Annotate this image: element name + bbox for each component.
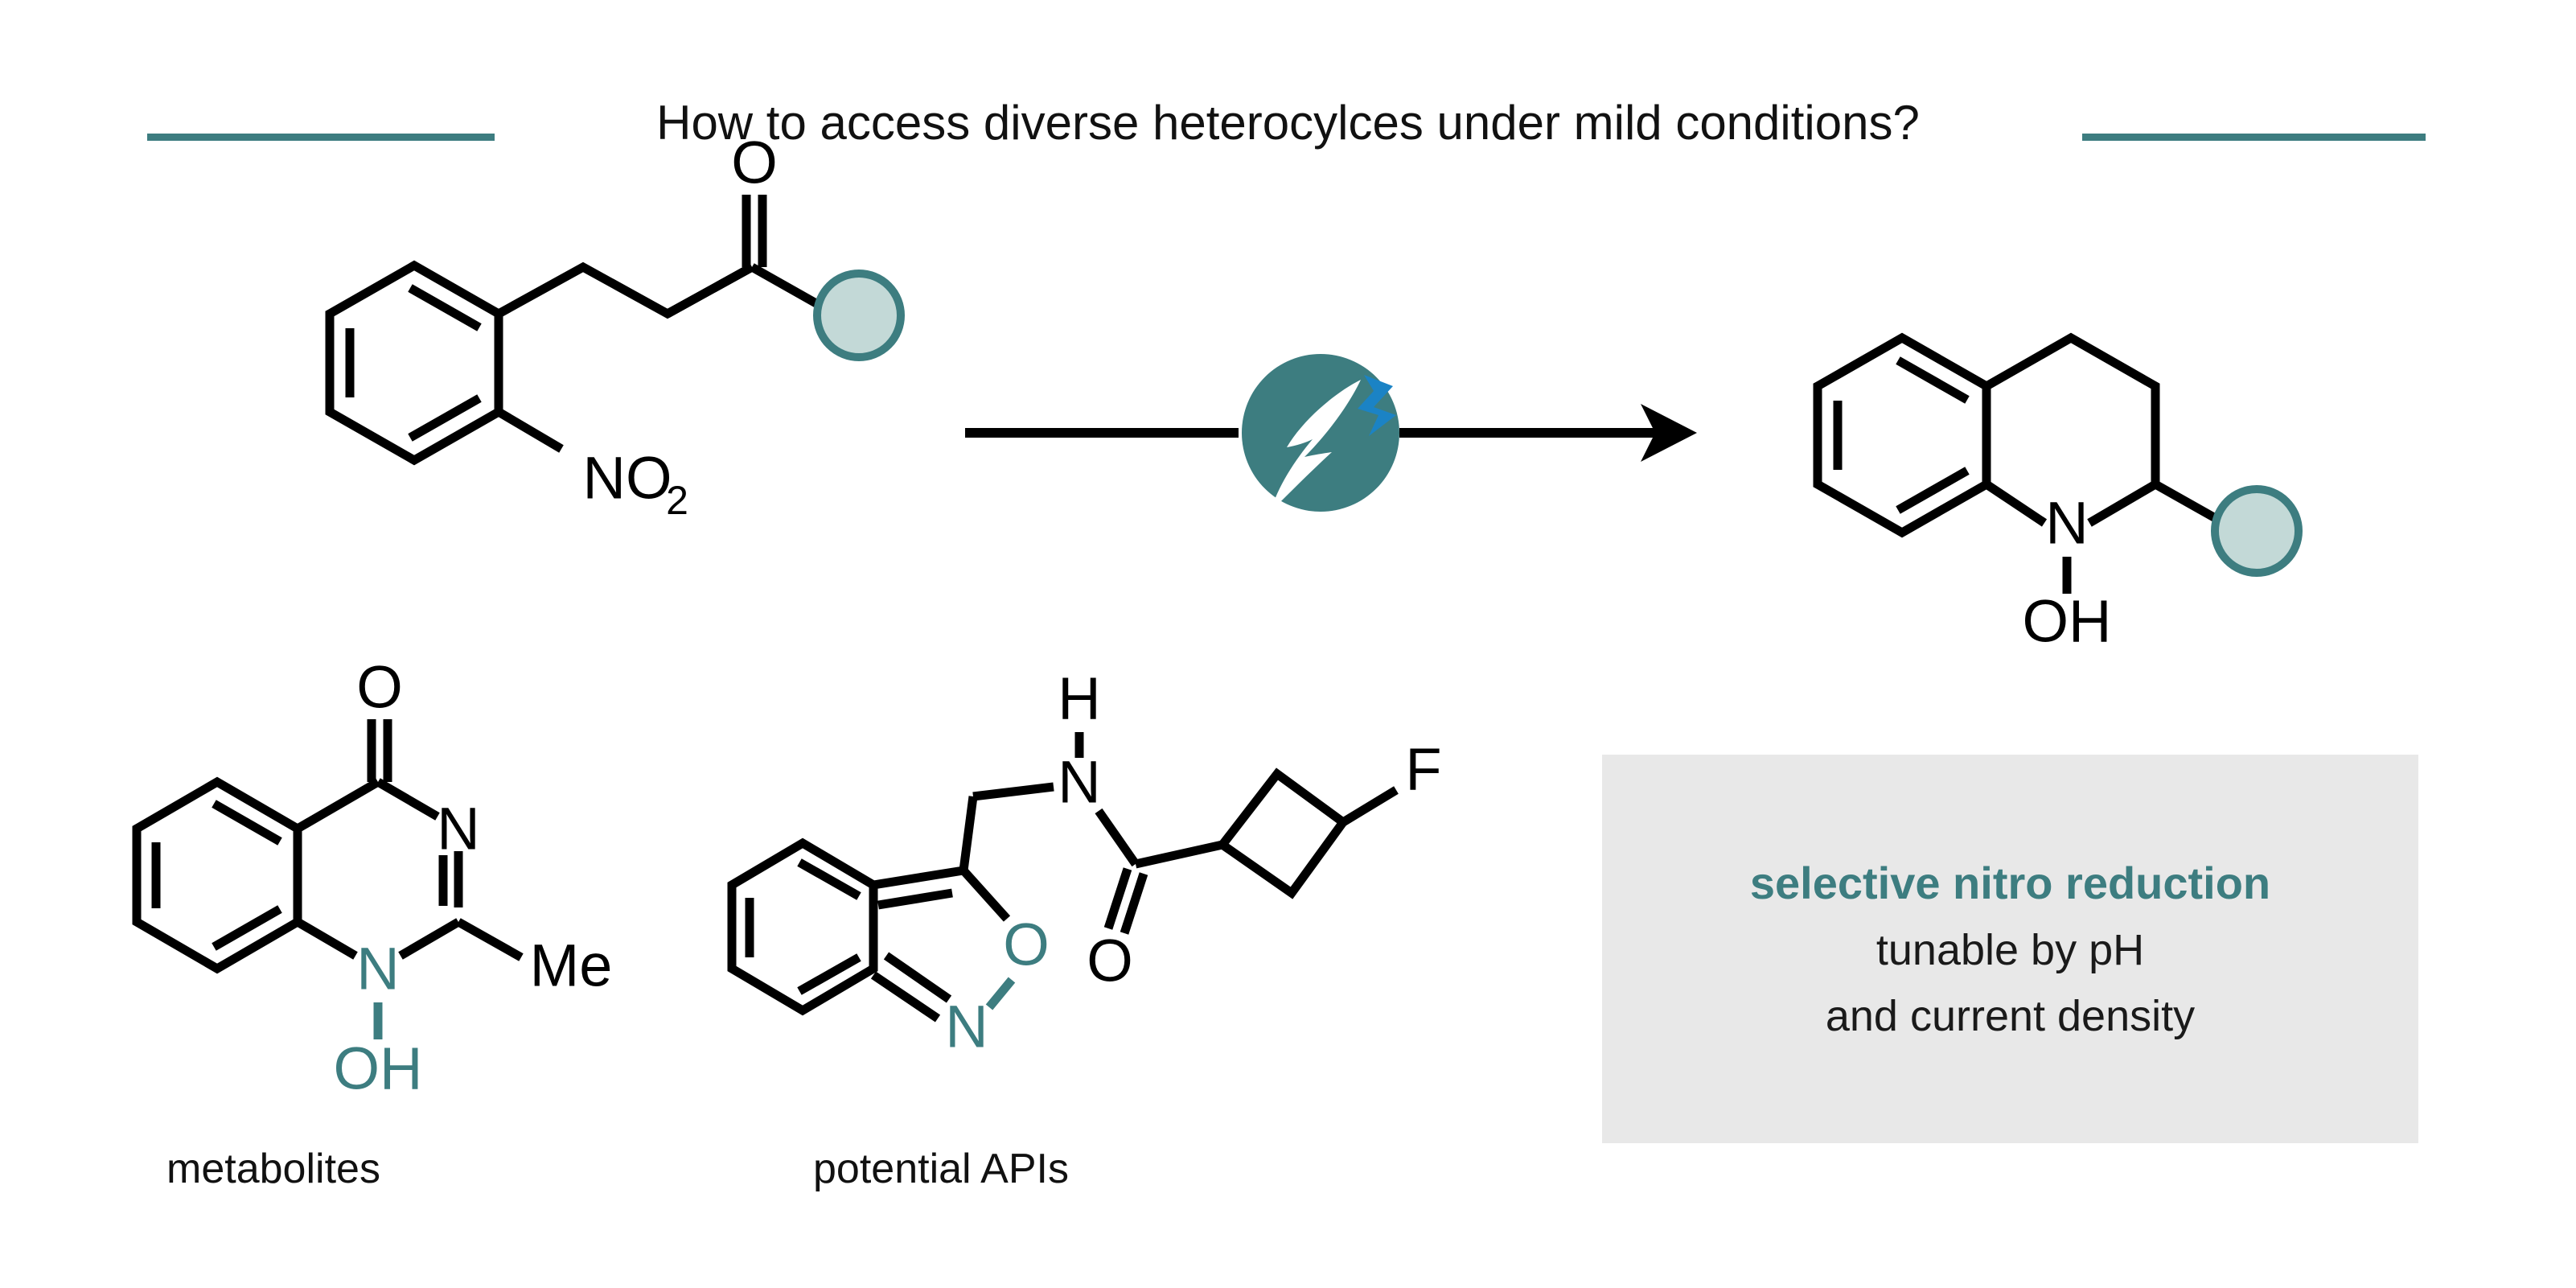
example-structure-metabolites: O N Me N OH [121,654,619,1126]
caption-potential-apis: potential APIs [813,1146,1069,1192]
api-ring-nitrogen-label: N [945,994,988,1060]
callout-line-current-density: and current density [1825,991,2196,1040]
metabolite-ring-nitrogen-label: N [437,796,479,862]
spark-accent-icon [1358,375,1396,436]
product-nitrogen-label: N [2045,490,2088,557]
metabolite-carbonyl-oxygen-label: O [356,654,403,721]
caption-metabolites: metabolites [166,1146,380,1192]
lightning-bolt-icon [1271,380,1361,512]
product-hydroxyl-label: OH [2023,588,2112,655]
arrow-head [1641,404,1697,462]
product-structure: N OH [1793,290,2373,668]
page-title: How to access diverse heterocylces under… [656,96,1920,150]
reactant-carbonyl-oxygen-label: O [731,130,778,196]
callout-line-tunable-by-ph: tunable by pH [1876,925,2145,974]
reaction-arrow-group [949,346,1713,523]
metabolite-n-hydroxy-nitrogen-label: N [356,936,399,1002]
reactant-r-group-circle [813,270,905,361]
reactant-nitro-label: NO [583,445,672,512]
reactant-nitro-subscript: 2 [666,478,688,523]
title-rule-right [2082,134,2426,141]
reactant-structure: O NO 2 [306,130,917,563]
metabolite-hydroxyl-label: OH [334,1035,423,1102]
metabolite-methyl-label: Me [530,932,613,999]
example-structure-apis: O N N H O F [708,665,1464,1134]
title-rule-left [147,134,495,141]
api-fluorine-label: F [1405,736,1441,803]
api-amide-nitrogen-label: N [1058,749,1100,816]
api-carbonyl-oxygen-label: O [1087,928,1133,994]
api-ring-oxygen-label: O [1003,911,1050,978]
api-amide-hydrogen-label: H [1058,665,1100,732]
callout-box: selective nitro reduction tunable by pH … [1602,755,2418,1143]
callout-line-selective-nitro-reduction: selective nitro reduction [1749,857,2271,908]
product-r-group-circle [2211,485,2303,577]
